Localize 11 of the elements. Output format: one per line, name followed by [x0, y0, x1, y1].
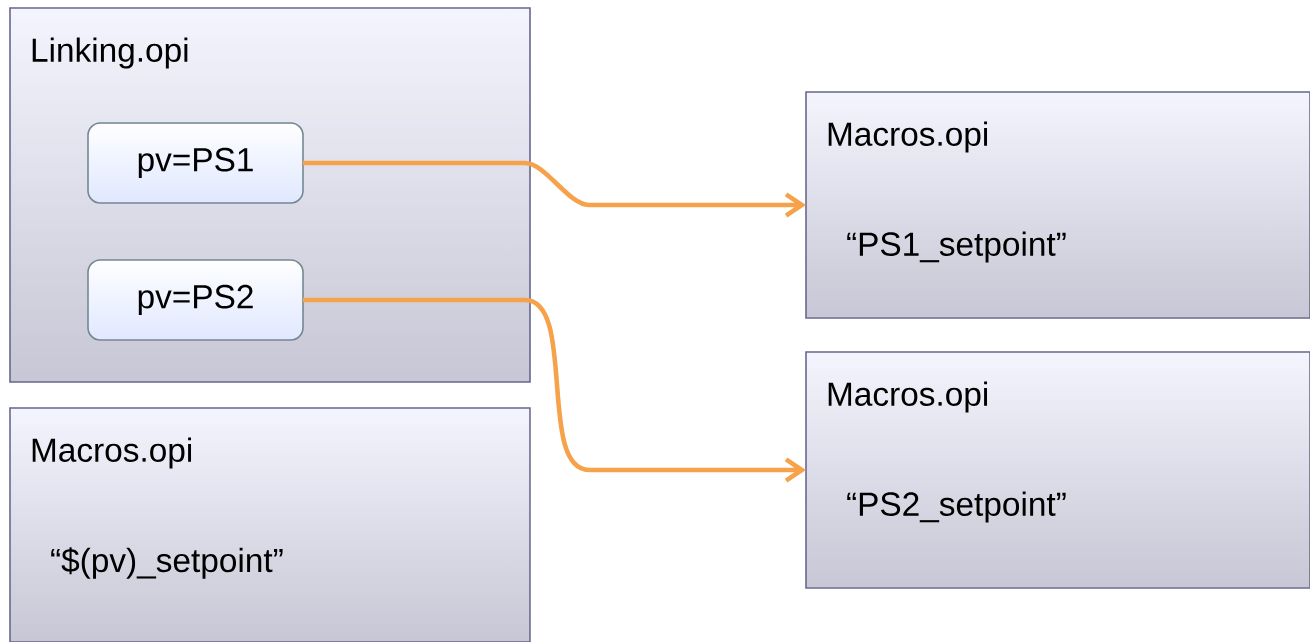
- box-title: Macros.opi: [32, 437, 191, 469]
- box-text: “PS1_setpoint”: [847, 231, 1066, 263]
- box-text: “$(pv)_setpoint”: [51, 547, 283, 579]
- arrow: [303, 297, 806, 483]
- box-title: Macros.opi: [828, 121, 987, 153]
- box-title: Macros.opi: [828, 381, 987, 413]
- tag-box: pv=PS2: [87, 259, 304, 341]
- arrow: [303, 160, 806, 218]
- box-title: Linking.opi: [32, 37, 188, 69]
- box-text: “PS2_setpoint”: [847, 491, 1066, 523]
- tag-box: pv=PS1: [87, 122, 304, 204]
